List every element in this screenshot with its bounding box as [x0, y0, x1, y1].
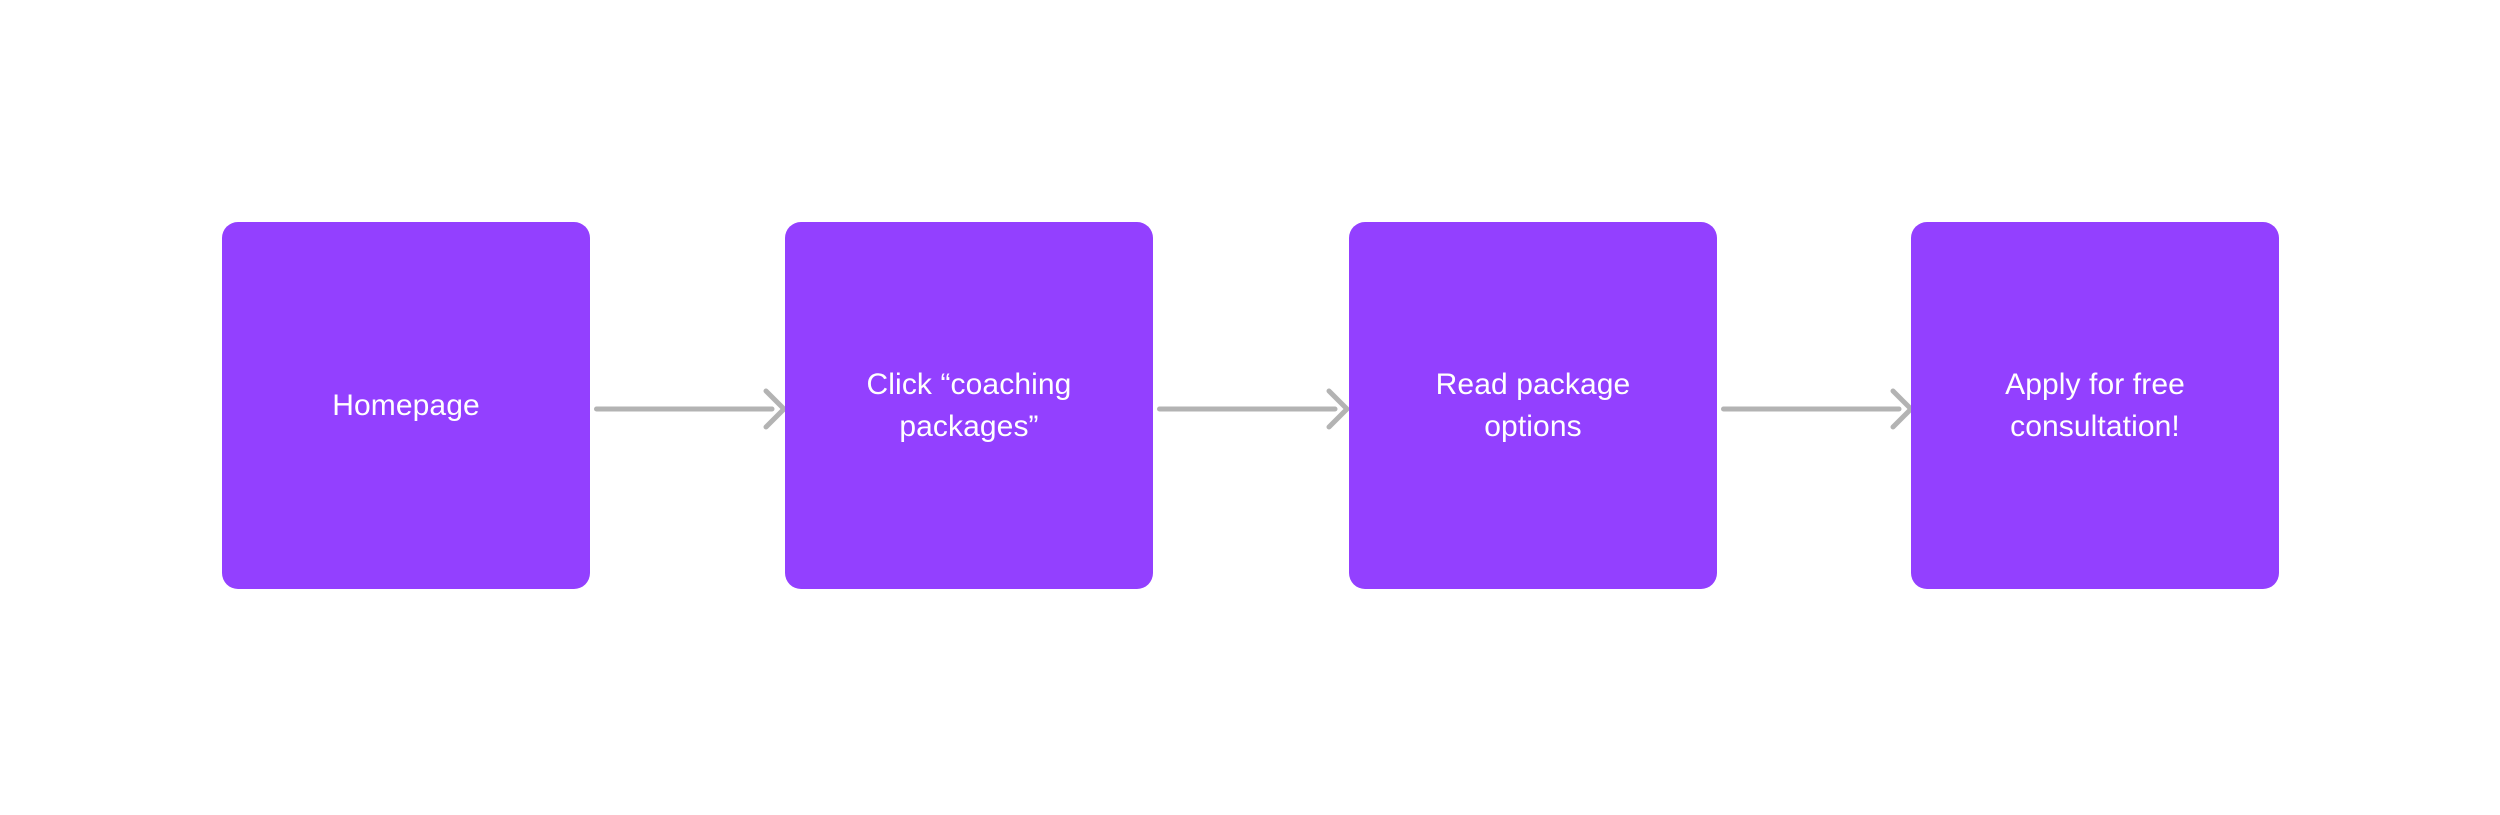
arrow-right-icon — [1157, 388, 1350, 430]
arrow-right-icon — [1721, 388, 1914, 430]
flow-node-apply-free-consultation[interactable]: Apply for free consultation! — [1911, 222, 2279, 589]
flow-node-click-coaching-packages[interactable]: Click “coaching packages” — [785, 222, 1153, 589]
flow-connector-3 — [1721, 386, 1917, 432]
flow-node-label: Homepage — [332, 388, 480, 422]
flow-node-read-package-options[interactable]: Read package options — [1349, 222, 1717, 589]
flow-node-label: Click “coaching packages” — [866, 367, 1072, 443]
flow-connector-2 — [1157, 386, 1353, 432]
flow-node-homepage[interactable]: Homepage — [222, 222, 590, 589]
flow-connector-1 — [594, 386, 790, 432]
flow-node-label: Apply for free consultation! — [2005, 367, 2185, 443]
flow-node-label: Read package options — [1435, 367, 1631, 443]
arrow-right-icon — [594, 388, 787, 430]
